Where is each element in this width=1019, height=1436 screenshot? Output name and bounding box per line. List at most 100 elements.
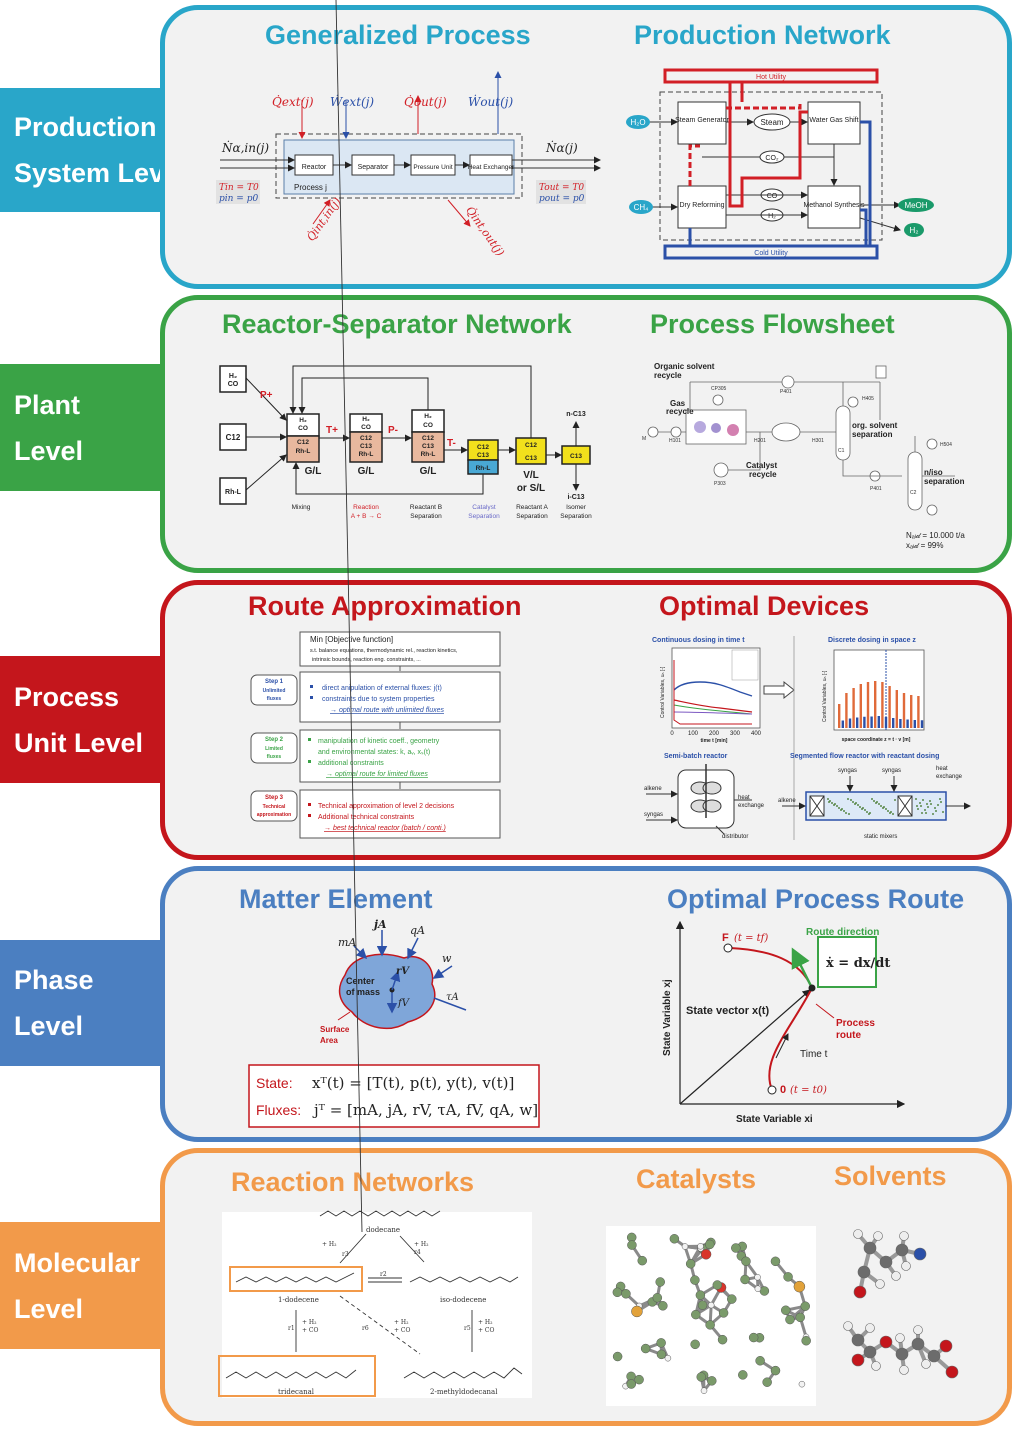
atom: [655, 1277, 665, 1287]
atom: [697, 1300, 708, 1310]
surface-label: Surface: [320, 1025, 350, 1034]
droplet: [875, 802, 877, 804]
water-gas-shift-label: Water Gas Shift: [809, 117, 858, 124]
droplet: [924, 809, 926, 811]
step2-tag: Step 2 Limited fluxes: [265, 737, 284, 760]
dosing-bar: [848, 718, 852, 728]
atom: [891, 1271, 901, 1281]
species-label: C13: [525, 455, 537, 462]
step-line: → best technical reactor (batch / conti.…: [324, 825, 446, 832]
droplet: [885, 808, 887, 810]
atom: [865, 1323, 875, 1333]
step-label: Separation: [410, 513, 442, 520]
atom: [879, 1335, 893, 1349]
step-label: Reactant B: [410, 504, 442, 511]
droplet: [917, 808, 919, 810]
atom: [755, 1356, 765, 1366]
level-label-line1: Production: [14, 112, 157, 142]
u5-phase-label: V/L: [523, 470, 539, 481]
arrow-between-devices: [763, 636, 795, 840]
continuous-dosing-title: Continuous dosing in time t: [652, 637, 745, 644]
atom: [851, 1353, 865, 1367]
reagent-label: + CO: [478, 1327, 495, 1334]
step-tag-line: Step 1: [265, 679, 284, 685]
route-approximation-diagram: [250, 631, 501, 839]
q-out-label: Q̇out(j): [404, 94, 447, 109]
atom: [899, 1231, 909, 1241]
reagent-label: + H₂: [478, 1319, 493, 1326]
droplet: [843, 810, 845, 812]
co2-label: CO₂: [765, 155, 779, 162]
atom: [621, 1289, 631, 1299]
reaction-network-diagram: [218, 0, 523, 1397]
atom: [705, 1320, 715, 1330]
dosing-bar: [841, 720, 844, 728]
constraints-line2: intrinsic bounds, reaction eng. constrai…: [312, 657, 421, 663]
atom: [879, 1255, 893, 1269]
state-flux-box: [248, 1064, 540, 1128]
droplet: [838, 807, 840, 809]
atom: [913, 1325, 923, 1335]
droplet: [930, 803, 932, 805]
atom: [664, 1354, 672, 1362]
tridecanal-label: tridecanal: [278, 1388, 315, 1396]
heat-label: heat: [936, 766, 948, 772]
dosing-bar: [838, 704, 841, 728]
gas-recycle-label: recycle: [666, 407, 694, 416]
atom: [738, 1370, 748, 1380]
atom: [843, 1321, 853, 1331]
h2-input-label: H₂: [229, 373, 237, 380]
heading-optimal-devices: Optimal Devices: [659, 591, 870, 621]
level-label-line2: System Level: [14, 158, 187, 188]
level-label-line2: Unit Level: [14, 727, 144, 758]
i-c13-label: i-C13: [567, 494, 584, 501]
species-label: C12: [360, 435, 372, 442]
droplet: [940, 801, 942, 803]
atom: [801, 1335, 811, 1346]
level-label-line1: Plant: [14, 389, 81, 420]
atom: [612, 1351, 623, 1362]
droplet: [857, 804, 859, 806]
organic-recycle-label: recycle: [654, 371, 682, 380]
atom: [717, 1334, 728, 1345]
droplet: [861, 808, 863, 810]
droplet: [840, 809, 842, 811]
meoh-label: MeOH: [904, 201, 927, 210]
heading-matter-element: Matter Element: [239, 884, 433, 914]
atom: [691, 1309, 701, 1320]
atom: [895, 1243, 909, 1257]
p-in-label: pin = p0: [219, 194, 258, 204]
equipment-tag: CP305: [711, 386, 727, 392]
atom: [871, 1361, 881, 1371]
droplet: [926, 803, 928, 805]
control-variables-axis: Control Variables, uₙ [-]: [822, 670, 828, 722]
rate-label: r6: [362, 1325, 369, 1332]
species-label: CO: [361, 424, 371, 431]
step-tag-line: fluxes: [267, 696, 282, 702]
reagent-label: + CO: [394, 1327, 411, 1334]
solvent-molecule-1: [853, 1229, 927, 1299]
atom: [754, 1273, 761, 1281]
n-out-label: Ṅα(j): [545, 139, 578, 155]
step-tag-line: approximation: [257, 812, 291, 818]
dodecene-label: 1-dodecene: [278, 1296, 319, 1304]
step-label: Separation: [516, 513, 548, 520]
droplet: [828, 801, 830, 803]
h2-label: H₂: [768, 213, 776, 220]
semi-batch-title: Semi-batch reactor: [664, 753, 728, 760]
step-tag-line: Step 2: [265, 737, 284, 743]
step-line: constraints due to system properties: [322, 696, 435, 703]
species-label: Rh-L: [476, 465, 491, 472]
droplet: [880, 805, 882, 807]
process-j-label: Process j: [294, 183, 327, 192]
droplet: [889, 812, 891, 814]
equipment-tag: H301: [812, 438, 824, 444]
f-endpoint-label: F: [722, 932, 729, 944]
n-c13-label: n-C13: [566, 411, 586, 418]
level-label-line2: Level: [14, 1011, 84, 1041]
atom: [927, 1349, 941, 1363]
species-label: H₂: [424, 413, 432, 420]
droplet: [934, 807, 936, 809]
j-a-label: jA: [372, 918, 387, 931]
droplet: [935, 810, 937, 812]
